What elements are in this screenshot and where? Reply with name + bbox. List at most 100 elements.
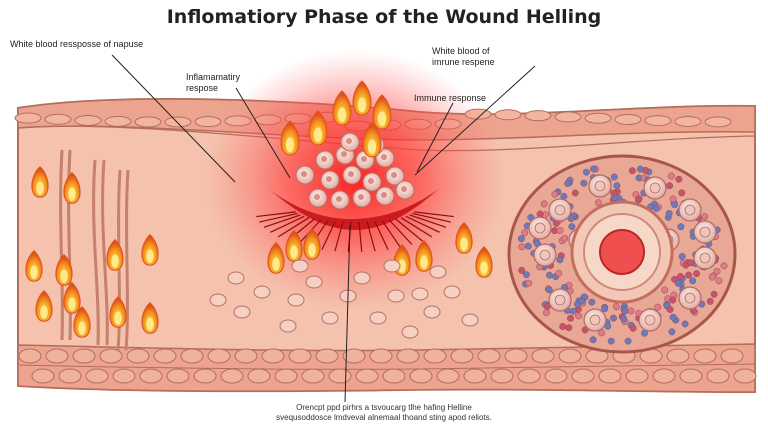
cell-nucleus	[361, 156, 367, 162]
dermis-cell	[733, 368, 757, 384]
wound-fiber	[400, 217, 433, 238]
blood-cell	[636, 165, 644, 173]
blood-cell	[527, 213, 535, 221]
blood-cell	[715, 277, 723, 285]
flame-core	[398, 259, 406, 273]
dermis-cell	[31, 368, 55, 384]
cell-icon	[383, 259, 401, 273]
flame-core	[308, 243, 316, 257]
blood-cell	[589, 336, 597, 344]
cell-nucleus	[314, 194, 320, 200]
blood-cell	[668, 328, 676, 336]
dermis-cell	[517, 368, 541, 384]
dermis-cell	[436, 368, 460, 384]
epidermis-cell	[74, 114, 102, 126]
dermis-cell	[544, 368, 568, 384]
blood-cell	[667, 172, 675, 180]
blood-cell	[669, 195, 677, 203]
blood-cell	[689, 277, 697, 285]
dermis-cell	[558, 348, 582, 364]
dermis-cell	[274, 368, 298, 384]
flame-core	[146, 317, 154, 331]
flame-core	[111, 254, 119, 268]
blood-cell	[545, 286, 553, 294]
cell-nucleus	[381, 154, 387, 160]
cell-nucleus	[401, 186, 407, 192]
blood-cell	[578, 297, 586, 305]
cell-nucleus	[699, 252, 711, 264]
dermis-cell	[126, 348, 150, 364]
wound-fiber	[409, 214, 447, 228]
cell-nucleus	[589, 314, 601, 326]
blood-cell	[581, 326, 589, 334]
cell-nucleus	[348, 171, 354, 177]
dermis-cell	[369, 348, 393, 364]
dermis-cell	[463, 368, 487, 384]
blood-cell	[669, 296, 677, 304]
blood-cell	[569, 307, 577, 315]
dermis-cell	[382, 368, 406, 384]
blood-cell	[567, 215, 575, 223]
blood-cell	[610, 189, 618, 197]
wound-fiber	[270, 215, 305, 233]
label-inflammatory-response: Inflamamatiry respose	[186, 72, 241, 93]
blood-cell	[669, 313, 677, 321]
blood-cell	[610, 173, 618, 181]
blood-cell	[556, 227, 564, 235]
cell-icon	[233, 305, 251, 319]
epidermis-cell	[104, 115, 132, 127]
central-nucleus	[599, 229, 645, 275]
blood-cell	[620, 315, 628, 323]
dermis-cell	[261, 348, 285, 364]
blood-cell	[561, 234, 569, 242]
cell-nucleus	[649, 182, 661, 194]
flame-core	[480, 261, 488, 275]
cell-icon	[423, 305, 441, 319]
page-title: Inflomatiory Phase of the Wound Helling	[166, 6, 602, 28]
cell-nucleus	[699, 226, 711, 238]
dermis-cell	[450, 348, 474, 364]
blood-cell	[555, 269, 563, 277]
flame-core	[313, 127, 323, 143]
dermis-cell	[72, 348, 96, 364]
dermis-cell	[18, 348, 42, 364]
flame-core	[78, 321, 86, 335]
cell-nucleus	[368, 178, 374, 184]
blood-cell	[546, 271, 553, 279]
dermis-cell	[85, 368, 109, 384]
epidermis-cell	[14, 112, 42, 124]
blood-cell	[564, 180, 572, 187]
cell-nucleus	[346, 138, 352, 144]
label-white-blood-immune: White blood of imrune respene	[432, 46, 495, 67]
dermis-cell	[409, 368, 433, 384]
blood-cell	[612, 303, 620, 311]
dermis-cell	[247, 368, 271, 384]
blood-cell	[559, 323, 567, 330]
cell-nucleus	[391, 172, 397, 178]
wound-crater	[270, 188, 440, 230]
wound-fiber	[395, 218, 423, 242]
wound-fiber	[374, 221, 389, 250]
figure-caption: Orencpt ppd pirhrs a tsvoucarg tlhe hafi…	[190, 403, 578, 423]
cell-nucleus	[341, 151, 347, 157]
cell-icon	[411, 287, 429, 301]
dermis-cell	[220, 368, 244, 384]
flame-core	[68, 297, 76, 311]
epidermis-cell	[134, 116, 162, 128]
cell-nucleus	[381, 192, 387, 198]
caption-line-2: svequsoddosce lmdveval alnemaal thoand s…	[276, 413, 492, 422]
blood-cell	[518, 243, 526, 251]
cell-icon	[209, 293, 227, 307]
dermis-cell	[679, 368, 703, 384]
flame-core	[460, 237, 468, 251]
flame-core	[357, 97, 367, 113]
cell-nucleus	[358, 194, 364, 200]
blood-cell	[517, 235, 525, 243]
cell-nucleus	[336, 196, 342, 202]
dermis-cell	[666, 348, 690, 364]
epidermis-cell	[674, 115, 702, 127]
wound-fiber	[321, 221, 336, 250]
blood-cell	[598, 329, 606, 337]
dermis-cell	[328, 368, 352, 384]
blood-cell	[556, 256, 564, 264]
